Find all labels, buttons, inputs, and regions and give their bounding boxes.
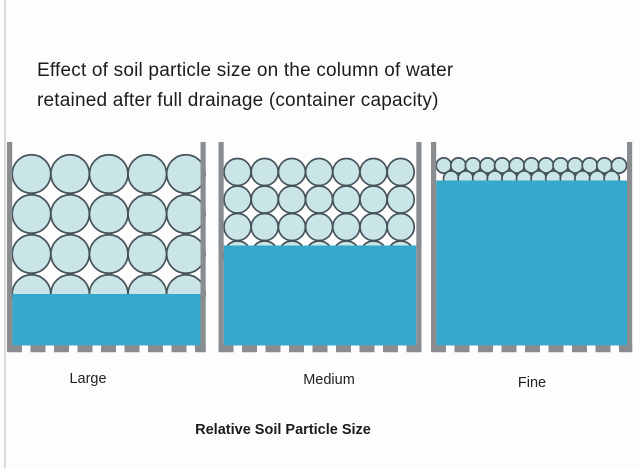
medium-soil-particle <box>304 212 334 242</box>
container-label-fine: Fine <box>517 375 547 391</box>
large-soil-particle <box>11 193 52 235</box>
large-soil-particle <box>127 193 168 235</box>
medium-soil-particle <box>386 212 416 242</box>
fine-right-wall <box>627 142 633 352</box>
medium-soil-particle <box>277 185 307 214</box>
large-soil-particle <box>127 233 168 275</box>
slide-left-border <box>4 0 6 468</box>
medium-right-wall <box>416 142 422 352</box>
medium-soil-particle <box>331 212 361 242</box>
medium-soil-particle <box>386 185 416 214</box>
large-left-wall <box>7 142 13 352</box>
fine-retained-water <box>436 180 627 346</box>
medium-soil-particle <box>359 157 388 187</box>
container-fine <box>431 142 633 353</box>
medium-retained-water <box>223 245 417 346</box>
container-large <box>7 142 206 353</box>
fine-soil-particle <box>610 157 628 174</box>
medium-soil-particle <box>386 157 416 187</box>
container-label-large: Large <box>69 371 107 387</box>
medium-soil-particle <box>359 212 388 242</box>
medium-soil-particle <box>331 157 361 187</box>
medium-soil-particle <box>250 212 280 242</box>
container-label-medium: Medium <box>303 372 355 388</box>
medium-soil-particle <box>223 185 252 214</box>
medium-soil-particle <box>304 157 334 187</box>
medium-soil-particle <box>359 185 388 214</box>
large-soil-particle <box>165 233 206 275</box>
medium-soil-particle <box>223 157 252 187</box>
large-soil-particle <box>165 193 206 235</box>
large-soil-particle <box>165 153 206 195</box>
container-medium <box>218 142 422 353</box>
large-soil-particle <box>88 233 129 275</box>
large-soil-particle <box>49 153 91 195</box>
diagram-caption: Relative Soil Particle Size <box>195 422 371 438</box>
fine-left-wall <box>431 142 437 352</box>
large-soil-particle <box>11 153 52 195</box>
large-soil-particle <box>88 193 129 235</box>
medium-soil-particle <box>277 157 307 187</box>
medium-left-wall <box>218 142 224 352</box>
diagram-title: Effect of soil particle size on the colu… <box>37 60 454 111</box>
medium-soil-particle <box>277 212 307 242</box>
large-soil-particle <box>49 233 91 275</box>
large-soil-particle <box>88 153 129 195</box>
medium-soil-particle <box>304 185 334 214</box>
medium-soil-particle <box>250 157 280 187</box>
large-soil-particle <box>49 193 91 235</box>
large-retained-water <box>12 294 201 346</box>
large-soil-particle <box>127 153 168 195</box>
medium-soil-particle <box>223 212 252 242</box>
large-right-wall <box>200 142 206 352</box>
large-soil-particle <box>11 233 52 275</box>
medium-soil-particle <box>331 185 361 214</box>
medium-soil-particle <box>250 185 280 214</box>
